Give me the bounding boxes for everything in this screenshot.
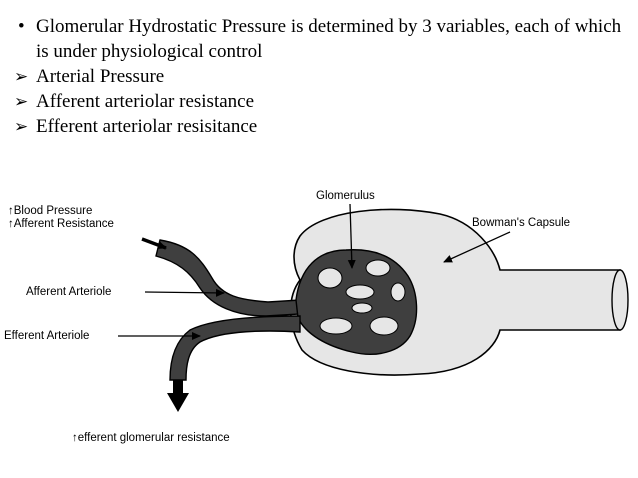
tubule-end xyxy=(611,269,629,331)
afferent-arteriole-label: Afferent Arteriole xyxy=(26,286,112,298)
glomerulus-label: Glomerulus xyxy=(316,190,375,202)
bullet-item: ➢ Afferent arteriolar resistance xyxy=(12,89,632,114)
blood-pressure-label: ↑Blood Pressure xyxy=(8,205,93,217)
efferent-glomerular-resistance-label: ↑efferent glomerular resistance xyxy=(72,432,230,444)
bullet-item: ➢ Efferent arteriolar resisitance xyxy=(12,114,632,139)
bullet-text: Efferent arteriolar resisitance xyxy=(36,116,258,137)
bowmans-capsule-label: Bowman's Capsule xyxy=(472,217,571,229)
capsule-pointer xyxy=(443,231,511,263)
afferent-arteriole-pointer xyxy=(144,288,225,297)
arrow-bullet-icon: ➢ xyxy=(14,117,29,136)
bullet-text: Arterial Pressure xyxy=(36,66,165,87)
bullet-item: ➢ Arterial Pressure xyxy=(12,64,632,89)
bullet-text: Glomerular Hydrostatic Pressure is deter… xyxy=(36,16,622,62)
arrow-bullet-icon: ➢ xyxy=(14,92,29,111)
afferent-arteriole-vessel xyxy=(155,239,301,317)
efferent-arteriole-vessel xyxy=(169,315,301,381)
bp-arrow xyxy=(141,237,167,250)
bullet-text: Afferent arteriolar resistance xyxy=(36,91,255,112)
efferent-arteriole-label: Efferent Arteriole xyxy=(4,330,90,342)
glomerulus-pointer xyxy=(347,203,356,269)
bullet-list: • Glomerular Hydrostatic Pressure is dete… xyxy=(12,14,632,139)
bullet-item: • Glomerular Hydrostatic Pressure is dete… xyxy=(12,14,632,64)
efferent-flow-arrow xyxy=(167,380,189,412)
glomerulus-tuft xyxy=(295,249,418,355)
arrow-bullet-icon: ➢ xyxy=(14,67,29,86)
afferent-resistance-label: ↑Afferent Resistance xyxy=(8,218,114,230)
bullet-marker: • xyxy=(18,16,25,37)
